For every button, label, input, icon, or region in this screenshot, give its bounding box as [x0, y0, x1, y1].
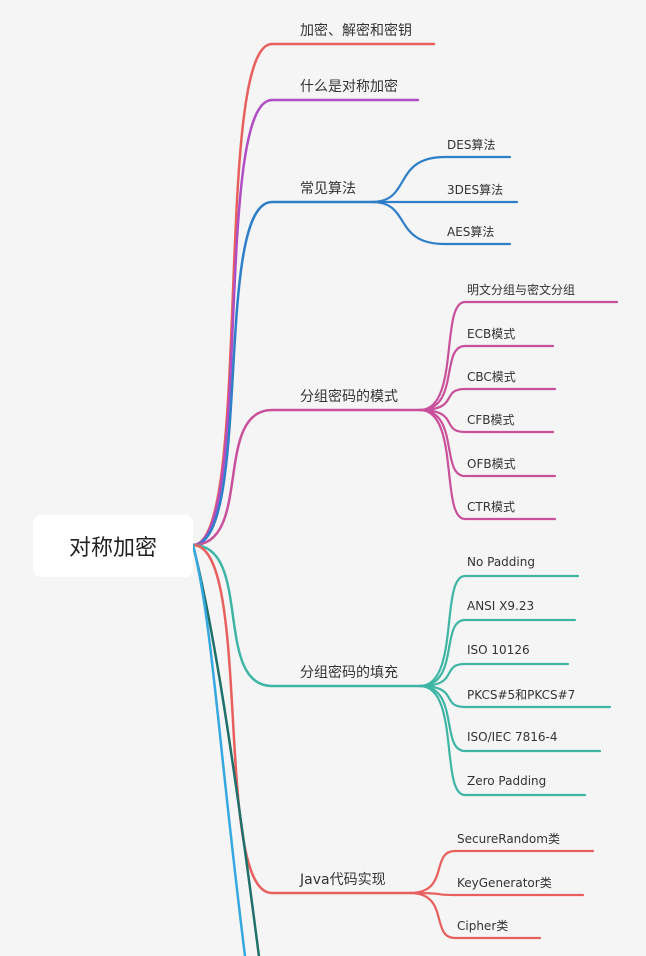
branch-node[interactable]: Java代码实现 — [300, 872, 386, 888]
child-node[interactable]: Cipher类 — [457, 919, 509, 933]
child-connector — [408, 891, 542, 940]
root-label: 对称加密 — [68, 536, 157, 561]
child-node[interactable]: Zero Padding — [467, 774, 547, 788]
child-node[interactable]: CFB模式 — [467, 413, 515, 427]
branch-node[interactable]: 加密、解密和密钥 — [300, 23, 412, 39]
branch-connector — [191, 543, 422, 688]
offscreen-branch-connector — [191, 543, 261, 956]
child-connector — [408, 891, 585, 897]
child-node[interactable]: AES算法 — [447, 225, 495, 239]
child-node[interactable]: ANSI X9.23 — [467, 599, 535, 613]
child-connector — [418, 408, 557, 521]
child-node[interactable]: 3DES算法 — [447, 183, 504, 197]
child-node[interactable]: CBC模式 — [467, 370, 516, 384]
branch-node[interactable]: 分组密码的填充 — [300, 665, 398, 681]
child-connector — [418, 344, 555, 412]
branch-connector — [191, 98, 420, 547]
child-node[interactable]: PKCS#5和PKCS#7 — [467, 688, 576, 702]
child-connector — [418, 684, 602, 753]
child-connector — [418, 408, 555, 434]
offscreen-branch-connector — [191, 543, 247, 956]
child-connector — [418, 387, 557, 412]
branch-node[interactable]: 常见算法 — [300, 181, 356, 197]
child-connector — [370, 200, 512, 246]
branch-connector — [191, 42, 436, 547]
child-node[interactable]: KeyGenerator类 — [457, 876, 552, 890]
child-node[interactable]: CTR模式 — [467, 500, 516, 514]
child-node[interactable]: 明文分组与密文分组 — [467, 283, 576, 297]
child-connector — [418, 662, 570, 688]
child-connector — [418, 574, 580, 688]
child-node[interactable]: No Padding — [467, 555, 535, 569]
branch-node[interactable]: 什么是对称加密 — [300, 79, 398, 95]
branch-connector — [191, 200, 374, 547]
child-node[interactable]: SecureRandom类 — [457, 832, 560, 846]
child-connector — [408, 849, 595, 895]
child-connector — [418, 684, 612, 709]
child-connector — [418, 300, 619, 412]
branch-connector — [191, 408, 422, 547]
branch-connector — [191, 543, 412, 895]
child-node[interactable]: OFB模式 — [467, 457, 516, 471]
child-node[interactable]: ECB模式 — [467, 327, 516, 341]
child-node[interactable]: DES算法 — [447, 138, 496, 152]
child-connector — [418, 684, 587, 797]
child-node[interactable]: ISO/IEC 7816-4 — [467, 730, 558, 744]
child-connector — [418, 408, 557, 478]
child-connector — [418, 618, 577, 688]
branch-node[interactable]: 分组密码的模式 — [300, 389, 398, 405]
child-connector — [370, 155, 512, 204]
child-node[interactable]: ISO 10126 — [467, 643, 530, 657]
root-node[interactable]: 对称加密 — [33, 515, 193, 577]
